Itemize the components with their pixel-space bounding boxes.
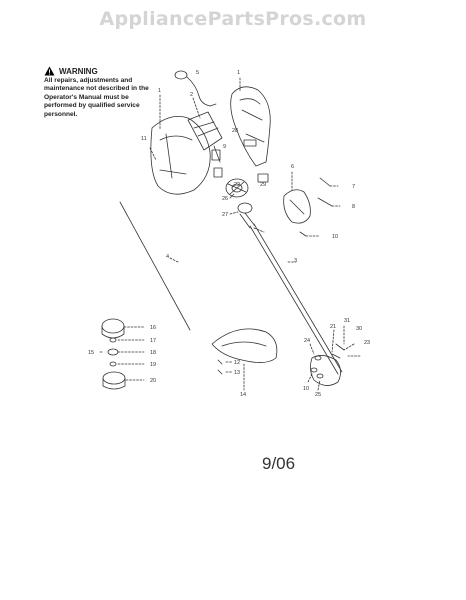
label-part-6: 6 — [291, 164, 294, 170]
watermark: AppliancePartsPros.com — [99, 8, 367, 30]
guard-screw-part — [217, 359, 223, 365]
guard-nut-part — [217, 369, 223, 375]
shaft-tube-part — [249, 223, 343, 375]
label-part-12: 12 — [234, 360, 240, 366]
coupler-part — [237, 202, 256, 229]
date-mark: 9/06 — [262, 454, 296, 473]
label-part-2: 2 — [190, 92, 193, 98]
warning-title: WARNING — [59, 66, 98, 76]
label-part-30: 30 — [356, 326, 362, 332]
label-part-27: 27 — [222, 212, 228, 218]
label-part-22: 22 — [234, 182, 240, 188]
wire-harness-part — [174, 70, 217, 107]
label-part-9: 9 — [223, 144, 226, 150]
label-part-10a: 10 — [332, 234, 338, 240]
guard-part — [211, 328, 278, 363]
flex-shaft-part — [119, 201, 191, 331]
label-part-25: 25 — [315, 392, 321, 398]
label-part-1a: 1 — [237, 70, 240, 76]
warning-notice: WARNING All repairs, adjustments and mai… — [44, 66, 160, 119]
label-part-13: 13 — [234, 370, 240, 376]
spool-assembly-part — [101, 318, 126, 390]
label-part-14: 14 — [240, 392, 246, 398]
label-part-11: 11 — [141, 136, 147, 142]
label-part-20: 20 — [150, 378, 156, 384]
small-bracket-part — [213, 167, 223, 178]
label-part-18: 18 — [150, 350, 156, 356]
handle-housing-right-part — [230, 86, 271, 167]
label-part-16: 16 — [150, 325, 156, 331]
label-part-10b: 10 — [303, 386, 309, 392]
clip-part — [257, 173, 269, 183]
label-part-23: 23 — [364, 340, 370, 346]
motor-housing-left-part — [150, 115, 211, 195]
label-part-1b: 1 — [158, 88, 161, 94]
label-part-15: 15 — [88, 350, 94, 356]
label-part-8: 8 — [352, 204, 355, 210]
handle-bolt-part — [317, 197, 333, 207]
warning-triangle-icon — [44, 66, 55, 76]
auxiliary-handle-part — [283, 189, 311, 224]
trimmer-head-part — [310, 343, 345, 386]
part-number-labels: 1 1 2 3 4 5 6 7 8 9 10 10 11 12 13 14 15… — [88, 70, 370, 398]
label-part-21: 21 — [330, 324, 336, 330]
label-part-3: 3 — [294, 258, 297, 264]
label-part-5: 5 — [196, 70, 199, 76]
warning-text: All repairs, adjustments and maintenance… — [44, 77, 149, 118]
wing-nut-part — [299, 231, 307, 237]
screw-part — [319, 177, 331, 187]
label-part-29: 29 — [260, 182, 266, 188]
motor-part — [187, 111, 223, 163]
label-part-28: 28 — [232, 128, 238, 134]
switch-part — [211, 149, 221, 161]
label-part-26: 26 — [222, 196, 228, 202]
label-part-19: 19 — [150, 362, 156, 368]
label-part-31: 31 — [344, 318, 350, 324]
label-part-4: 4 — [166, 254, 169, 260]
label-part-17: 17 — [150, 338, 156, 344]
gear-part — [225, 178, 249, 198]
label-part-7: 7 — [352, 184, 355, 190]
label-part-24: 24 — [304, 338, 310, 344]
